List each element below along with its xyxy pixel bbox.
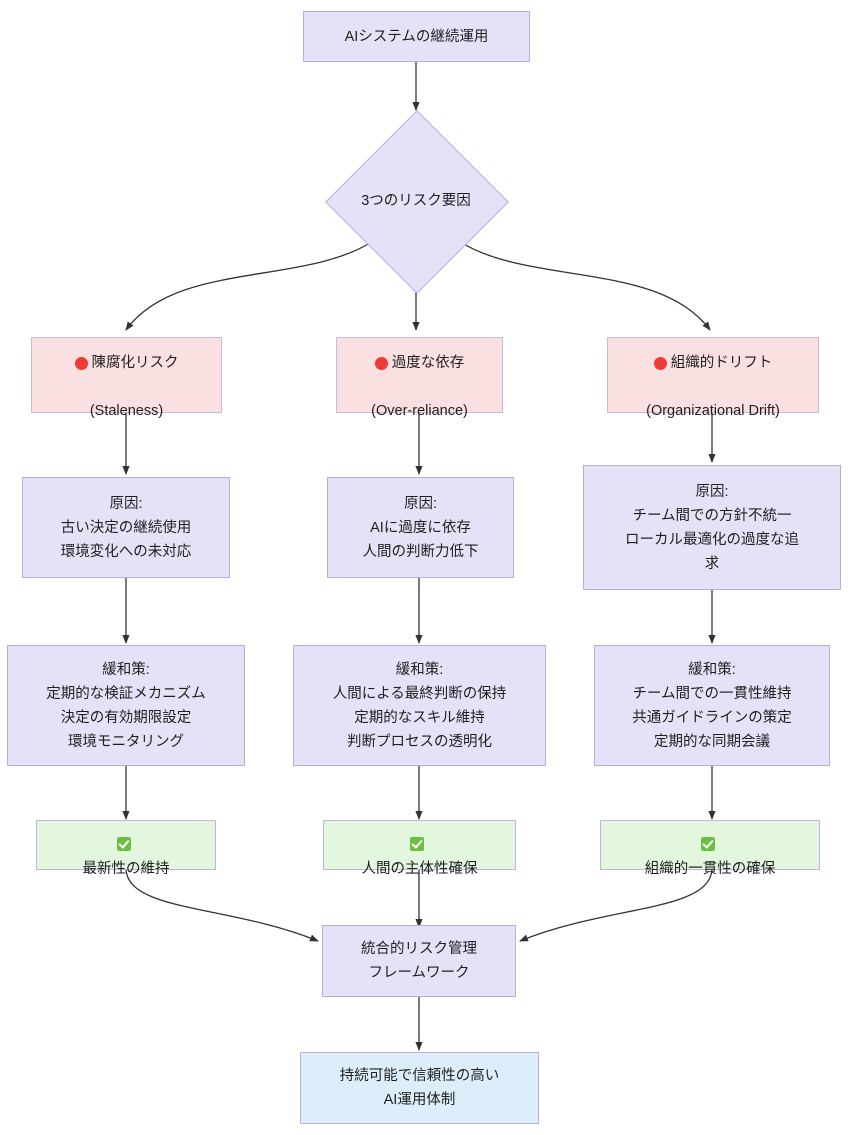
- node-risk-staleness[interactable]: 陳腐化リスク (Staleness): [31, 337, 222, 419]
- node-cause-overreliance-label: 原因: AIに過度に依存 人間の判断力低下: [362, 495, 479, 560]
- node-mitigation-staleness-label: 緩和策: 定期的な検証メカニズム 決定の有効期限設定 環境モニタリング: [46, 661, 206, 750]
- node-mitigation-overreliance-label: 緩和策: 人間による最終判断の保持 定期的なスキル維持 判断プロセスの透明化: [332, 661, 507, 750]
- node-mitigation-orgdrift[interactable]: 緩和策: チーム間での一貫性維持 共通ガイドラインの策定 定期的な同期会議: [594, 645, 830, 766]
- node-cause-overreliance[interactable]: 原因: AIに過度に依存 人間の判断力低下: [327, 477, 514, 578]
- check-box-icon: [116, 837, 131, 851]
- node-final-label: 持続可能で信頼性の高い AI運用体制: [339, 1068, 500, 1108]
- check-box-icon: [410, 837, 424, 851]
- node-outcome-freshness[interactable]: 最新性の維持: [36, 820, 216, 877]
- node-mitigation-overreliance[interactable]: 緩和策: 人間による最終判断の保持 定期的なスキル維持 判断プロセスの透明化: [293, 645, 546, 766]
- node-cause-orgdrift[interactable]: 原因: チーム間での方針不統一 ローカル最適化の過度な追 求: [583, 465, 841, 590]
- node-mitigation-staleness[interactable]: 緩和策: 定期的な検証メカニズム 決定の有効期限設定 環境モニタリング: [7, 645, 245, 766]
- risk-overreliance-line2: (Over-reliance): [371, 403, 468, 419]
- red-circle-icon: [374, 356, 388, 370]
- node-risk-staleness-label: 陳腐化リスク (Staleness): [67, 327, 187, 423]
- node-framework[interactable]: 統合的リスク管理 フレームワーク: [322, 925, 516, 997]
- node-decision[interactable]: 3つのリスク要因: [325, 110, 509, 294]
- node-outcome-agency[interactable]: 人間の主体性確保: [323, 820, 516, 877]
- risk-orgdrift-line2: (Organizational Drift): [646, 403, 780, 419]
- red-circle-icon: [653, 356, 667, 370]
- node-cause-orgdrift-label: 原因: チーム間での方針不統一 ローカル最適化の過度な追 求: [625, 483, 799, 572]
- node-outcome-consistency[interactable]: 組織的一貫性の確保: [600, 820, 820, 877]
- node-outcome-consistency-label: 組織的一貫性の確保: [637, 809, 784, 881]
- risk-staleness-line2: (Staleness): [89, 403, 164, 419]
- red-circle-icon: [74, 356, 88, 370]
- risk-staleness-line1: 陳腐化リスク: [74, 351, 179, 375]
- node-framework-label: 統合的リスク管理 フレームワーク: [361, 941, 477, 981]
- node-outcome-agency-label: 人間の主体性確保: [354, 809, 486, 881]
- risk-overreliance-line1: 過度な依存: [371, 351, 468, 375]
- node-risk-overreliance[interactable]: 過度な依存 (Over-reliance): [336, 337, 503, 419]
- node-outcome-freshness-label: 最新性の維持: [75, 809, 178, 881]
- node-risk-overreliance-label: 過度な依存 (Over-reliance): [363, 327, 476, 423]
- node-start-label: AIシステムの継続運用: [344, 28, 489, 45]
- check-box-icon: [700, 837, 715, 851]
- node-start[interactable]: AIシステムの継続運用: [303, 11, 530, 62]
- node-final[interactable]: 持続可能で信頼性の高い AI運用体制: [300, 1052, 539, 1124]
- risk-orgdrift-line1: 組織的ドリフト: [646, 351, 780, 375]
- node-cause-staleness-label: 原因: 古い決定の継続使用 環境変化への未対応: [60, 495, 192, 560]
- node-mitigation-orgdrift-label: 緩和策: チーム間での一貫性維持 共通ガイドラインの策定 定期的な同期会議: [632, 661, 792, 750]
- node-decision-label: 3つのリスク要因: [361, 193, 471, 209]
- node-risk-orgdrift[interactable]: 組織的ドリフト (Organizational Drift): [607, 337, 819, 419]
- node-risk-orgdrift-label: 組織的ドリフト (Organizational Drift): [638, 327, 788, 423]
- node-cause-staleness[interactable]: 原因: 古い決定の継続使用 環境変化への未対応: [22, 477, 230, 578]
